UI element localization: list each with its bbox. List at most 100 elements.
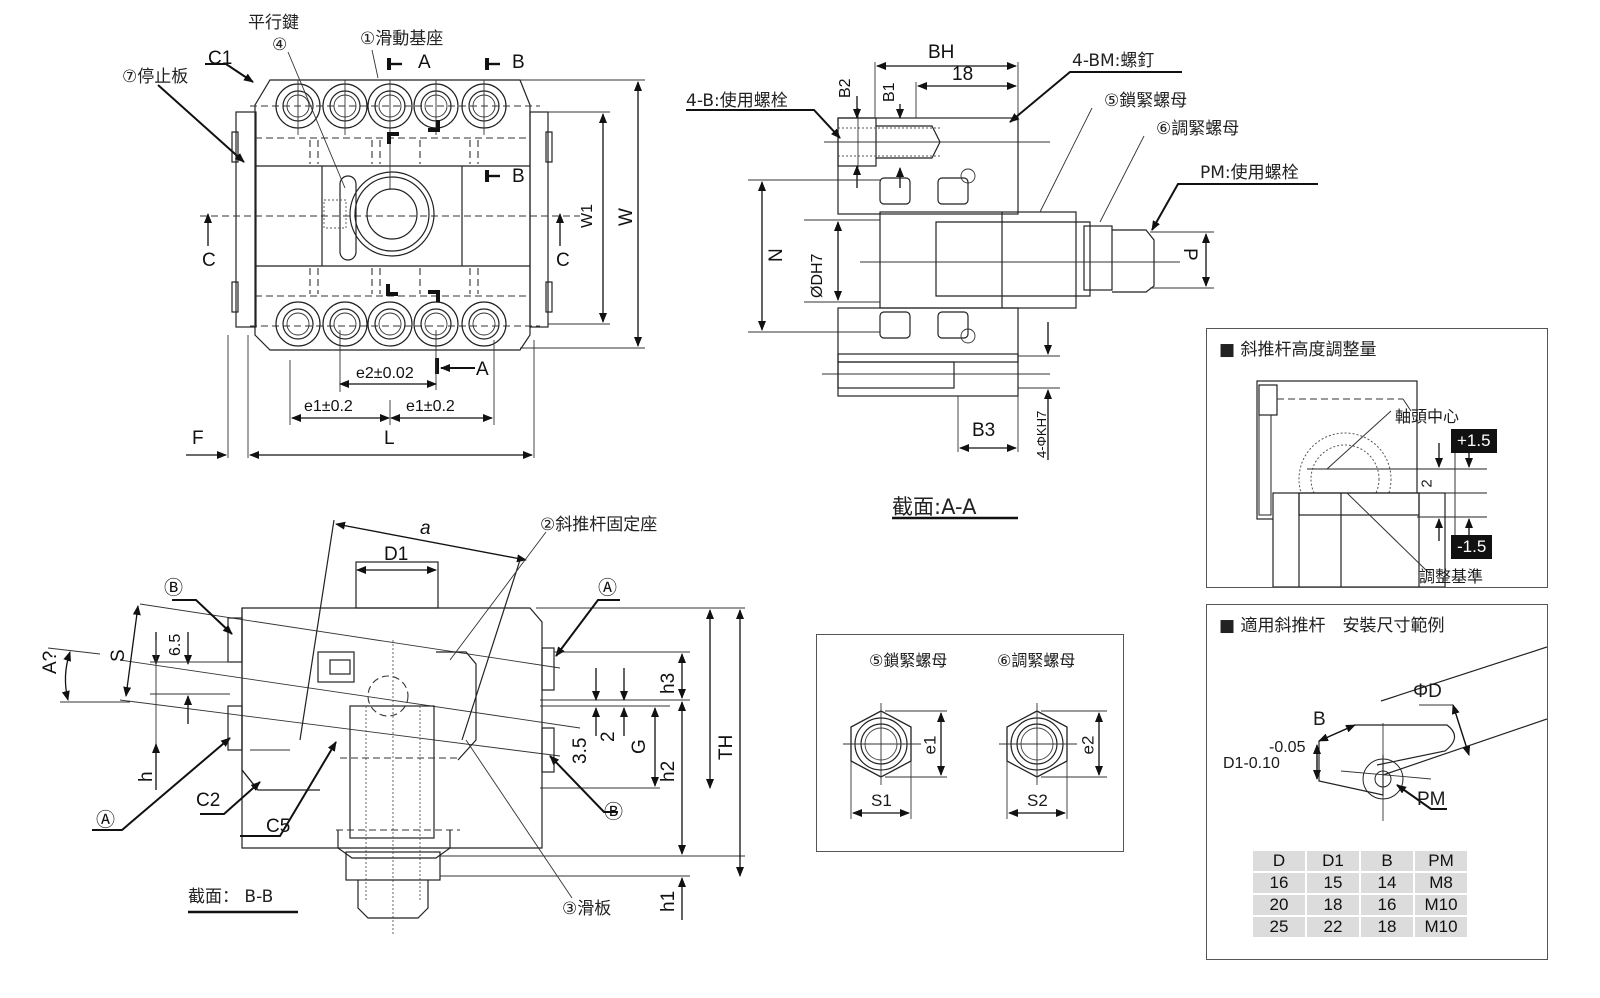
label-circle-a-bottom: Ⓐ [96, 809, 115, 831]
section-aa-view [686, 62, 1318, 520]
label-e1-left: e1±0.2 [304, 398, 353, 415]
center-boss [349, 171, 435, 257]
label-part4: ④ [272, 35, 287, 55]
label-section-c-right: C [556, 250, 570, 271]
table-cell: 25 [1253, 917, 1305, 937]
label-4b-bolt: 4-B:使用螺栓 [686, 90, 788, 111]
label-l: L [384, 428, 395, 449]
label-install-b: B [1313, 709, 1326, 730]
label-b1: B1 [881, 82, 898, 102]
top-bolt-row [275, 80, 507, 135]
label-slide-base: ①滑動基座 [360, 29, 443, 49]
spec-table: D D1 B PM 16 15 14 M8 20 18 16 M10 25 22 [1251, 849, 1469, 939]
slide-base-outline [254, 79, 531, 351]
label-nut-e2: e2 [1078, 735, 1098, 755]
label-p: P [1179, 248, 1200, 261]
parallel-key-shape [339, 175, 357, 261]
label-f: F [192, 428, 204, 449]
table-cell: 18 [1307, 895, 1359, 915]
label-slide-plate: ③滑板 [562, 899, 611, 919]
label-nut6: ⑥調緊螺母 [997, 651, 1076, 670]
top-view [157, 49, 645, 459]
label-h3: h3 [658, 673, 679, 694]
table-cell: 14 [1361, 873, 1413, 893]
label-tol-d1: D1-0.10 [1223, 755, 1280, 772]
label-chamfer-c2: C2 [196, 790, 220, 811]
label-dim-6-5: 6.5 [167, 634, 184, 656]
label-4bm-screw: 4-BM:螺釘 [1072, 51, 1154, 71]
spec-header-b: B [1361, 851, 1413, 871]
label-lock-nut: ⑤鎖緊螺母 [1104, 91, 1187, 111]
label-adjust-reference: 調整基準 [1419, 567, 1484, 586]
label-circle-a-top: Ⓐ [598, 577, 617, 599]
table-cell: 20 [1253, 895, 1305, 915]
nuts-panel: ⑤鎖緊螺母 ⑥調緊螺母 e1 e2 S1 S2 [816, 634, 1124, 852]
section-aa-title: 截面:A-A [892, 495, 977, 519]
table-row: 16 15 14 M8 [1253, 873, 1467, 893]
table-cell: 15 [1307, 873, 1359, 893]
plus-tolerance-badge: +1.5 [1451, 429, 1497, 453]
stop-plate-right [529, 111, 549, 328]
label-pm-bolt: PM:使用螺栓 [1200, 162, 1299, 183]
label-adjust-nut: ⑥調緊螺母 [1156, 119, 1239, 139]
install-example-drawing [1313, 646, 1547, 821]
label-nut5: ⑤鎖緊螺母 [869, 651, 948, 670]
label-stop-plate: ⑦停止板 [122, 67, 188, 87]
label-e2: e2±0.02 [356, 365, 414, 382]
adjust-nut-shape [999, 703, 1107, 819]
spec-header-d1: D1 [1307, 851, 1359, 871]
label-section-b-2: B [512, 166, 525, 187]
label-s: S [108, 649, 129, 662]
height-adjust-title: ■ 斜推杆高度調整量 [1219, 340, 1377, 360]
label-h1: h1 [658, 891, 679, 912]
height-adjust-drawing [1256, 380, 1487, 587]
label-nut-s2: S2 [1027, 791, 1048, 810]
label-slanted-rod-holder: ②斜推杆固定座 [540, 515, 657, 535]
label-h2: h2 [658, 761, 679, 782]
table-cell: 16 [1361, 895, 1413, 915]
label-install-pm: PM [1417, 789, 1446, 810]
label-nut-s1: S1 [871, 791, 892, 810]
label-w: W [616, 208, 637, 226]
table-cell: 22 [1307, 917, 1359, 937]
stop-plate-left [235, 111, 257, 328]
label-adjust-dim-2: 2 [1418, 479, 1436, 488]
bottom-bolt-row [275, 301, 507, 347]
label-nut-e1: e1 [920, 735, 940, 755]
label-d1: D1 [384, 544, 408, 565]
spec-table-header: D D1 B PM [1253, 851, 1467, 871]
label-circle-b-top: Ⓑ [164, 577, 183, 599]
label-4k: 4-ΦKH7 [1034, 411, 1049, 458]
table-cell: M10 [1415, 917, 1467, 937]
label-chamfer-c1: C1 [208, 48, 232, 69]
label-section-b: B [512, 52, 525, 73]
install-example-title: ■ 適用斜推杆 安裝尺寸範例 [1219, 616, 1445, 636]
height-adjust-panel: ■ 斜推杆高度調整量 軸頭中心 +1.5 2 -1.5 調整基準 [1206, 328, 1548, 588]
label-section-c-left: C [202, 250, 216, 271]
label-h: h [136, 771, 157, 782]
label-dim-3-5: 3.5 [570, 738, 591, 764]
label-phi-d: ΦD [1413, 681, 1442, 702]
table-cell: M8 [1415, 873, 1467, 893]
label-tol-upper: -0.05 [1269, 739, 1306, 756]
label-angle: A? [40, 651, 61, 674]
label-w1: W1 [579, 204, 596, 228]
table-cell: 18 [1361, 917, 1413, 937]
table-row: 20 18 16 M10 [1253, 895, 1467, 915]
label-section-a: A [418, 52, 431, 73]
label-th: TH [716, 735, 737, 760]
label-bh: BH [928, 42, 954, 63]
label-circle-b-bottom: Ⓑ [604, 801, 623, 823]
table-cell: M10 [1415, 895, 1467, 915]
spec-header-d: D [1253, 851, 1305, 871]
spec-header-pm: PM [1415, 851, 1467, 871]
label-chamfer-c5: C5 [266, 816, 290, 837]
label-b2: B2 [837, 78, 854, 98]
table-row: 25 22 18 M10 [1253, 917, 1467, 937]
label-dim-2: 2 [598, 731, 619, 742]
label-axis-center: 軸頭中心 [1395, 407, 1460, 426]
label-parallel-key: 平行鍵 [248, 13, 299, 33]
table-cell: 16 [1253, 873, 1305, 893]
label-e1-right: e1±0.2 [406, 398, 455, 415]
